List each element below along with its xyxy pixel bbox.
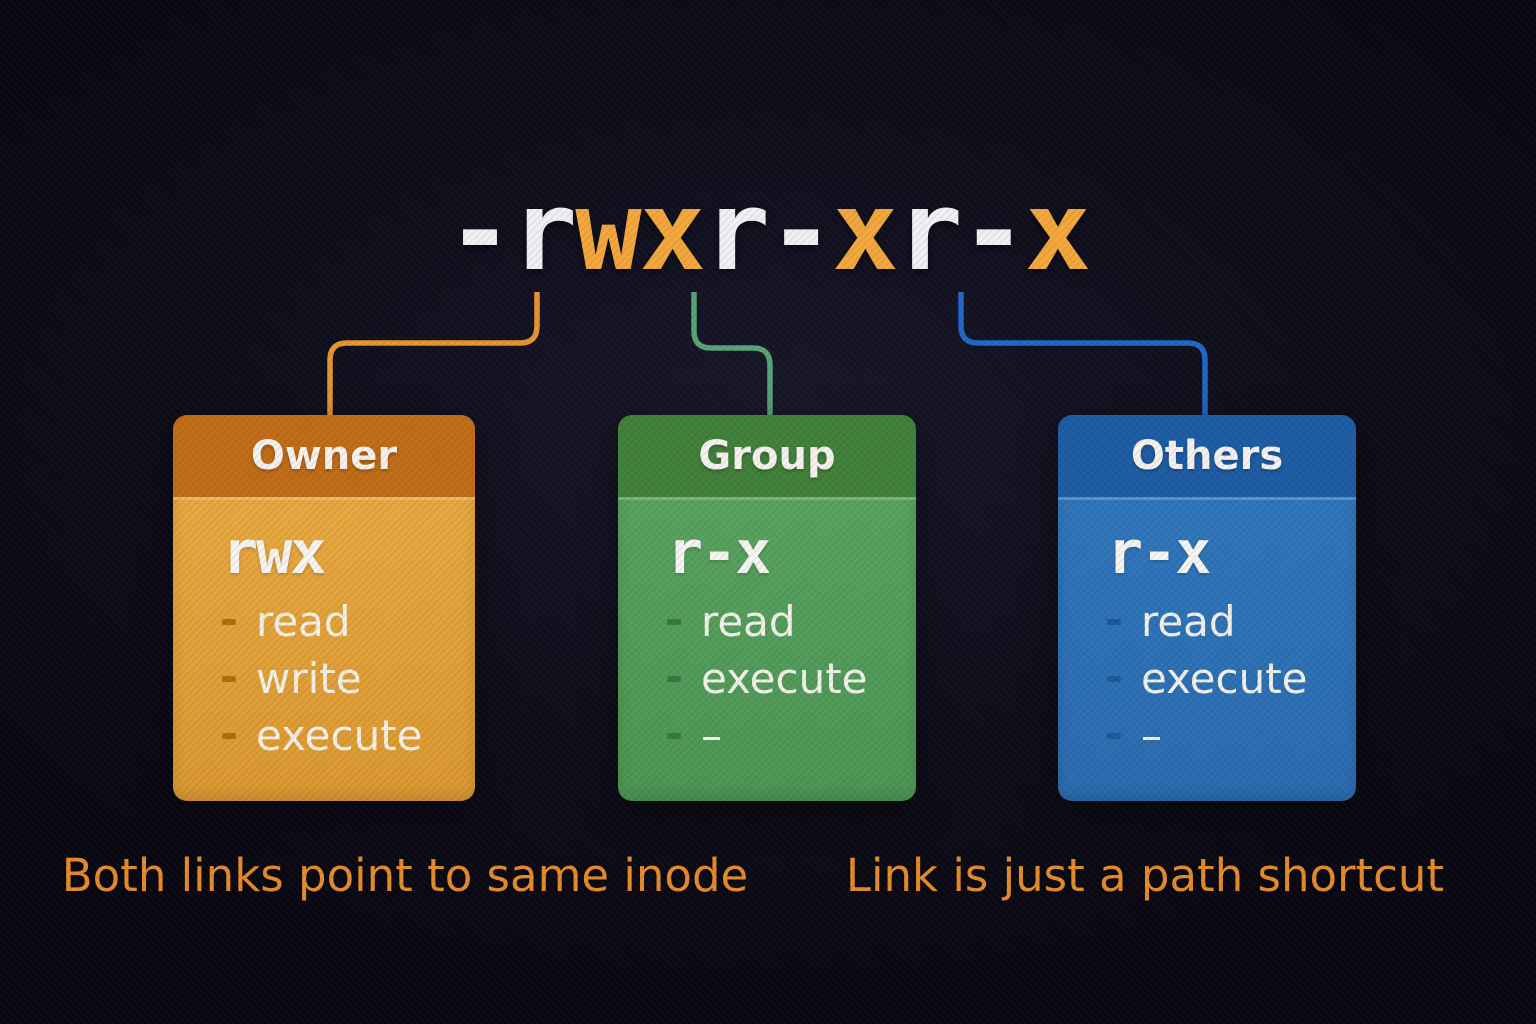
dash-bullet-icon [222, 675, 236, 682]
dash-bullet-icon [1107, 675, 1121, 682]
caption-inode: Both links point to same inode [61, 849, 749, 902]
permission-item: execute [222, 707, 475, 764]
permission-item-label: read [701, 597, 796, 646]
permission-segment: x [1024, 167, 1091, 295]
permission-item: – [667, 707, 916, 764]
owner-card-title: Owner [173, 415, 475, 497]
group-card-title: Group [618, 415, 916, 497]
permission-segment: x [832, 167, 898, 295]
others-permission-list: read execute – [1107, 593, 1356, 764]
others-connector-line [958, 292, 1208, 416]
group-card: Group r-x read execute – [618, 415, 916, 801]
others-card: Others r-x read execute – [1058, 415, 1356, 801]
owner-card: Owner rwx read write execute [173, 415, 475, 801]
caption-shortcut: Link is just a path shortcut [845, 849, 1445, 902]
permission-item-label: write [256, 654, 362, 703]
dash-bullet-icon [667, 732, 681, 739]
permission-item-label: – [701, 711, 722, 760]
group-permission-list: read execute – [667, 593, 916, 764]
permission-segment: -r [446, 167, 577, 295]
dash-bullet-icon [667, 618, 681, 625]
permission-item: read [1107, 593, 1356, 650]
others-card-title: Others [1058, 415, 1356, 497]
permission-string: -rwxr-xr-x [0, 176, 1536, 286]
permission-item: read [667, 593, 916, 650]
permission-item-label: – [1141, 711, 1162, 760]
permission-item: write [222, 650, 475, 707]
permission-segment: r- [896, 167, 1026, 295]
permission-item: execute [667, 650, 916, 707]
group-card-body: r-x read execute – [618, 497, 916, 801]
permission-item-label: read [1141, 597, 1236, 646]
permission-item: – [1107, 707, 1356, 764]
permission-item: execute [1107, 650, 1356, 707]
others-card-body: r-x read execute – [1058, 497, 1356, 801]
permission-segment: r- [703, 167, 834, 295]
group-connector-line [691, 292, 773, 416]
owner-card-body: rwx read write execute [173, 497, 475, 801]
owner-connector-line [327, 292, 540, 416]
dash-bullet-icon [1107, 732, 1121, 739]
dash-bullet-icon [222, 732, 236, 739]
dash-bullet-icon [222, 618, 236, 625]
permission-item-label: read [256, 597, 351, 646]
permission-item: read [222, 593, 475, 650]
owner-permission-list: read write execute [222, 593, 475, 764]
group-permission-string: r-x [667, 518, 771, 588]
permission-item-label: execute [256, 711, 423, 760]
permission-item-label: execute [1141, 654, 1308, 703]
others-permission-string: r-x [1107, 518, 1211, 588]
permission-segment: wx [575, 167, 705, 295]
permission-item-label: execute [701, 654, 868, 703]
dash-bullet-icon [1107, 618, 1121, 625]
dash-bullet-icon [667, 675, 681, 682]
owner-permission-string: rwx [222, 518, 326, 588]
